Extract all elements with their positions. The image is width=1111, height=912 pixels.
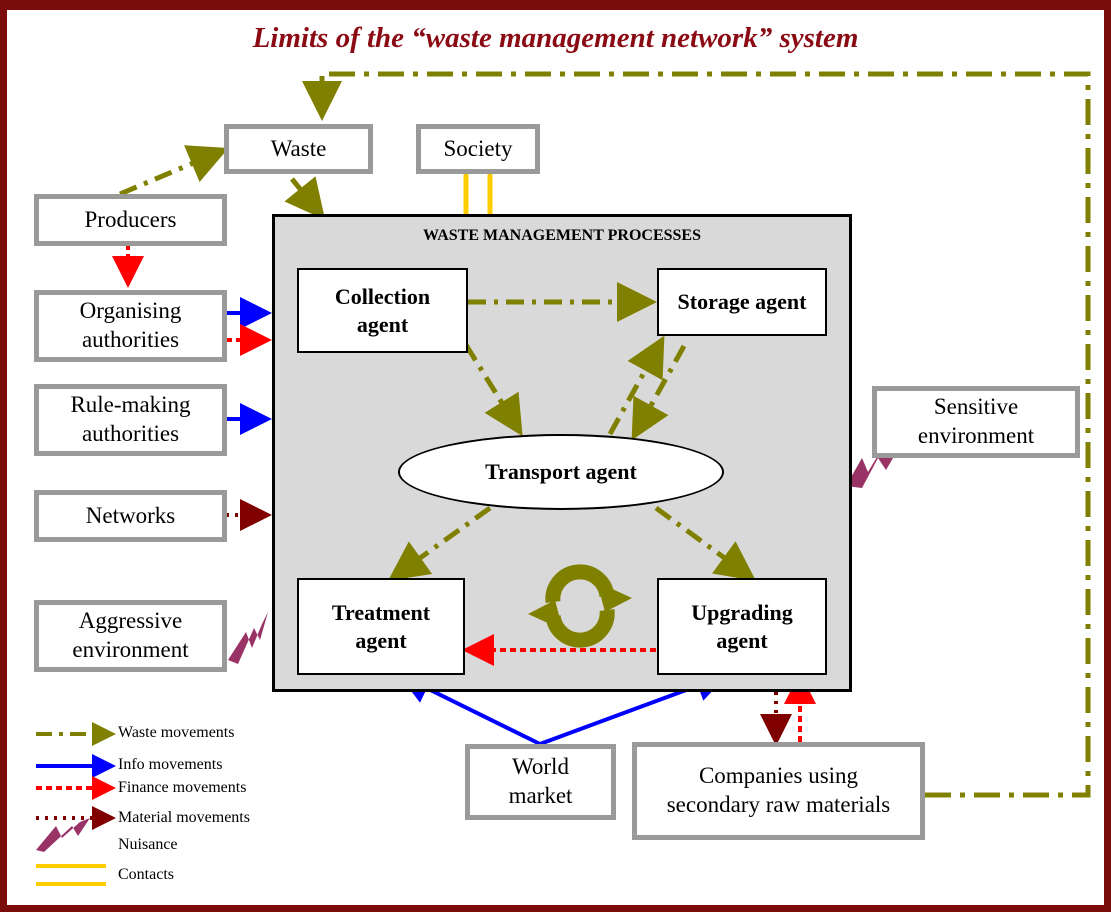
transport-agent-ellipse[interactable]: Transport agent	[398, 434, 724, 510]
waste-label: Waste	[270, 135, 327, 161]
legend-contacts-label: Contacts	[118, 866, 174, 883]
aggressive-environment-label: Aggressive environment	[72, 608, 189, 662]
sensitive-environment-box[interactable]: Sensitive environment	[872, 386, 1080, 458]
collection-agent-label: Collection agent	[334, 284, 431, 337]
producers-box[interactable]: Producers	[34, 194, 227, 246]
waste-loop-line	[302, 71, 1091, 798]
society-label: Society	[443, 135, 513, 161]
companies-box[interactable]: Companies using secondary raw materials	[632, 742, 925, 840]
society-box[interactable]: Society	[416, 124, 540, 174]
storage-agent-box[interactable]: Storage agent	[657, 268, 827, 336]
upgrading-agent-box[interactable]: Upgrading agent	[657, 578, 827, 675]
companies-label: Companies using secondary raw materials	[666, 763, 891, 817]
rule-making-authorities-box[interactable]: Rule-making authorities	[34, 384, 227, 456]
waste-arrow-transport-storage	[607, 335, 665, 436]
recycle-arrows-icon	[528, 564, 632, 648]
waste-arrow-collection-transport	[463, 343, 523, 437]
upgrading-agent-label: Upgrading agent	[691, 600, 793, 653]
legend-finance-label: Finance movements	[118, 779, 247, 796]
producers-label: Producers	[84, 206, 177, 232]
storage-agent-label: Storage agent	[677, 289, 807, 315]
nuisance-bolt-aggressive	[228, 612, 268, 664]
rule-making-authorities-label: Rule-making authorities	[70, 392, 191, 446]
processes-title: WASTE MANAGEMENT PROCESSES	[423, 227, 701, 244]
waste-arrow-waste-to-processes	[284, 176, 326, 220]
organising-authorities-box[interactable]: Organising authorities	[34, 290, 227, 362]
waste-box[interactable]: Waste	[224, 124, 373, 174]
treatment-agent-label: Treatment agent	[331, 600, 431, 653]
networks-label: Networks	[85, 502, 176, 528]
legend-info-label: Info movements	[118, 756, 223, 773]
networks-box[interactable]: Networks	[34, 490, 227, 542]
legend-nuisance-swatch	[36, 818, 90, 852]
world-market-box[interactable]: World market	[465, 744, 616, 820]
organising-authorities-label: Organising authorities	[79, 298, 182, 352]
aggressive-environment-box[interactable]: Aggressive environment	[34, 600, 227, 672]
legend-nuisance-label: Nuisance	[118, 836, 178, 853]
legend-waste-label: Waste movements	[118, 724, 235, 741]
treatment-agent-box[interactable]: Treatment agent	[297, 578, 465, 675]
collection-agent-box[interactable]: Collection agent	[297, 268, 468, 353]
world-market-label: World market	[508, 754, 573, 808]
transport-agent-label: Transport agent	[485, 459, 637, 484]
sensitive-environment-label: Sensitive environment	[917, 394, 1035, 448]
waste-arrow-storage-transport	[631, 344, 687, 441]
legend-material-label: Material movements	[118, 809, 250, 826]
diagram-title: Limits of the “waste management network”…	[252, 22, 859, 54]
